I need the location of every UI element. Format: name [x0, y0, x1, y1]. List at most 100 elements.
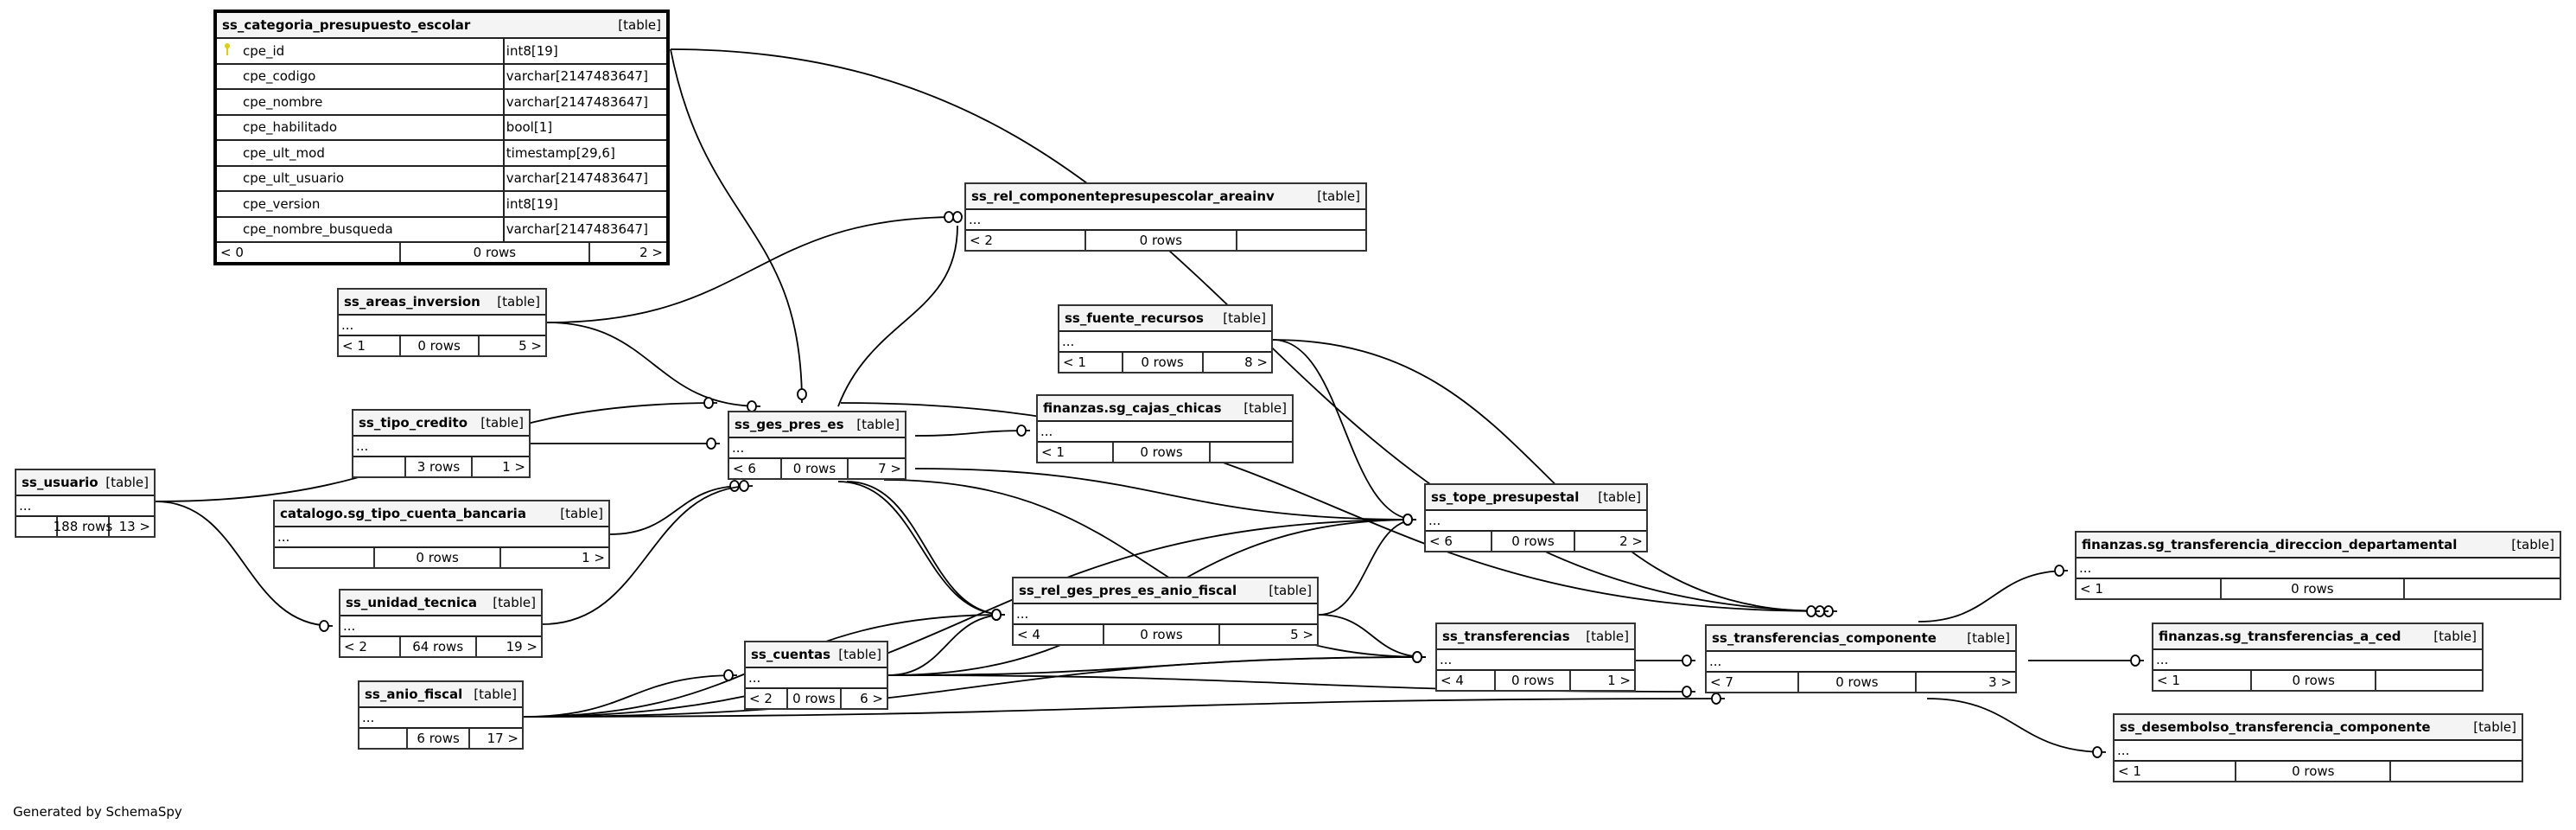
table-header: ss_areas_inversion[table]: [339, 290, 545, 316]
table-type-label: [table]: [1269, 583, 1312, 598]
relationship-line: [837, 481, 1006, 616]
table-finanzas-sg-transferencias-a-ced[interactable]: finanzas.sg_transferencias_a_ced[table].…: [2152, 622, 2484, 692]
parents-count-link[interactable]: < 2: [966, 231, 1086, 250]
table-name[interactable]: catalogo.sg_tipo_cuenta_bancaria: [280, 506, 526, 521]
parents-count-link[interactable]: [275, 548, 375, 567]
column-name-cell: cpe_nombre: [217, 90, 505, 114]
row-count: 0 rows: [2252, 671, 2377, 690]
table-name[interactable]: ss_rel_ges_pres_es_anio_fiscal: [1019, 583, 1237, 598]
table-type-label: [table]: [2511, 537, 2554, 552]
table-name[interactable]: ss_rel_componentepresupescolar_areainv: [971, 188, 1275, 204]
children-count-link[interactable]: 2 >: [639, 245, 663, 260]
row-count: 0 rows: [782, 459, 849, 478]
children-count-link[interactable]: 2 >: [1619, 533, 1643, 549]
table-name[interactable]: ss_cuentas: [751, 647, 830, 662]
children-count-link[interactable]: 5 >: [1290, 627, 1313, 642]
table-name[interactable]: ss_desembolso_transferencia_componente: [2120, 719, 2431, 735]
table-name[interactable]: finanzas.sg_cajas_chicas: [1043, 400, 1222, 416]
table-type-label: [table]: [856, 417, 900, 432]
children-count-link[interactable]: 1 >: [1607, 673, 1631, 688]
children-count-link[interactable]: 17 >: [487, 731, 518, 746]
children-count-link[interactable]: 1 >: [502, 459, 525, 475]
parents-count-link[interactable]: < 1: [2153, 671, 2252, 690]
parents-count-link[interactable]: < 6: [729, 459, 782, 478]
parents-count-link[interactable]: < 7: [1707, 673, 1800, 692]
table-name[interactable]: ss_transferencias: [1442, 629, 1570, 644]
column-name-cell: cpe_nombre_busqueda: [217, 217, 505, 241]
parents-count-link[interactable]: < 1: [1038, 443, 1115, 462]
children-count-link[interactable]: [2391, 762, 2522, 781]
table-name[interactable]: ss_fuente_recursos: [1065, 310, 1204, 326]
table-name[interactable]: ss_transferencias_componente: [1712, 630, 1937, 646]
children-count-link[interactable]: [1237, 231, 1365, 250]
relationship-line: [1272, 339, 1417, 520]
parents-count-link[interactable]: < 6: [1426, 532, 1492, 551]
parents-count-link[interactable]: < 2: [746, 689, 788, 708]
table-ss-desembolso-transferencia-componente[interactable]: ss_desembolso_transferencia_componente[t…: [2113, 713, 2523, 782]
parents-count-link[interactable]: < 2: [340, 637, 401, 656]
table-name[interactable]: ss_ges_pres_es: [735, 417, 844, 432]
parents-count-link[interactable]: < 1: [339, 336, 401, 355]
children-count-link[interactable]: [2405, 579, 2560, 598]
table-name[interactable]: finanzas.sg_transferencia_direccion_depa…: [2082, 537, 2458, 552]
zero-or-many-marker-icon: [797, 388, 807, 400]
parents-count-link[interactable]: [16, 517, 58, 536]
table-name[interactable]: ss_unidad_tecnica: [346, 595, 478, 610]
children-count-link[interactable]: [1211, 443, 1292, 462]
children-count-link[interactable]: 8 >: [1244, 354, 1268, 370]
table-name[interactable]: finanzas.sg_transferencias_a_ced: [2159, 629, 2401, 644]
children-count-link[interactable]: 1 >: [582, 550, 605, 565]
parents-count-link[interactable]: [353, 457, 406, 476]
table-finanzas-sg-transferencia-direccion-departamental[interactable]: finanzas.sg_transferencia_direccion_depa…: [2075, 531, 2561, 600]
table-header: catalogo.sg_tipo_cuenta_bancaria[table]: [275, 501, 608, 527]
children-count-link[interactable]: 6 >: [860, 691, 883, 706]
children-count-link[interactable]: 13 >: [118, 519, 150, 534]
table-ss-transferencias-componente[interactable]: ss_transferencias_componente[table]...< …: [1705, 624, 2017, 693]
table-name[interactable]: ss_areas_inversion: [344, 294, 480, 310]
parents-count-link[interactable]: < 1: [2077, 579, 2222, 598]
parents-count-link[interactable]: < 1: [2115, 762, 2237, 781]
table-name[interactable]: ss_tope_presupestal: [1431, 489, 1580, 505]
columns-ellipsis: ...: [2156, 652, 2169, 667]
parents-count-link[interactable]: [359, 729, 409, 748]
table-ss-categoria-presupuesto-escolar[interactable]: ss_categoria_presupuesto_escolar[table]c…: [213, 10, 670, 265]
table-name[interactable]: ss_usuario: [22, 475, 99, 490]
parents-count-link[interactable]: < 4: [1437, 671, 1497, 690]
table-name[interactable]: ss_anio_fiscal: [365, 686, 463, 702]
columns-collapsed-row: ...: [2153, 650, 2482, 671]
columns-collapsed-row: ...: [1059, 332, 1271, 353]
table-ss-rel-ges-pres-es-anio-fiscal[interactable]: ss_rel_ges_pres_es_anio_fiscal[table]...…: [1012, 577, 1319, 646]
children-count-link[interactable]: 7 >: [878, 461, 901, 476]
column-name-cell: cpe_id: [217, 39, 505, 63]
relationship-line: [846, 481, 1006, 616]
children-count-link[interactable]: 5 >: [518, 338, 542, 354]
table-header: ss_tope_presupestal[table]: [1426, 485, 1646, 511]
column-type: varchar[2147483647]: [506, 68, 648, 85]
table-name[interactable]: ss_tipo_credito: [359, 415, 468, 431]
children-count-link[interactable]: 19 >: [506, 639, 537, 654]
children-count-link[interactable]: [2376, 671, 2482, 690]
parents-count-link[interactable]: < 0: [217, 243, 402, 262]
parents-count-link[interactable]: < 1: [1059, 353, 1123, 372]
zero-or-many-marker-icon: [952, 211, 963, 223]
table-name[interactable]: ss_categoria_presupuesto_escolar: [222, 17, 471, 33]
parents-count-link[interactable]: < 4: [1014, 625, 1105, 644]
relationship-line: [523, 674, 738, 718]
children-count-link[interactable]: 3 >: [1988, 674, 2012, 690]
table-ss-rel-componentepresupescolar-areainv[interactable]: ss_rel_componentepresupescolar_areainv[t…: [964, 182, 1367, 252]
table-catalogo-sg-tipo-cuenta-bancaria[interactable]: catalogo.sg_tipo_cuenta_bancaria[table].…: [273, 500, 610, 569]
zero-or-many-marker-icon: [1806, 605, 1816, 617]
